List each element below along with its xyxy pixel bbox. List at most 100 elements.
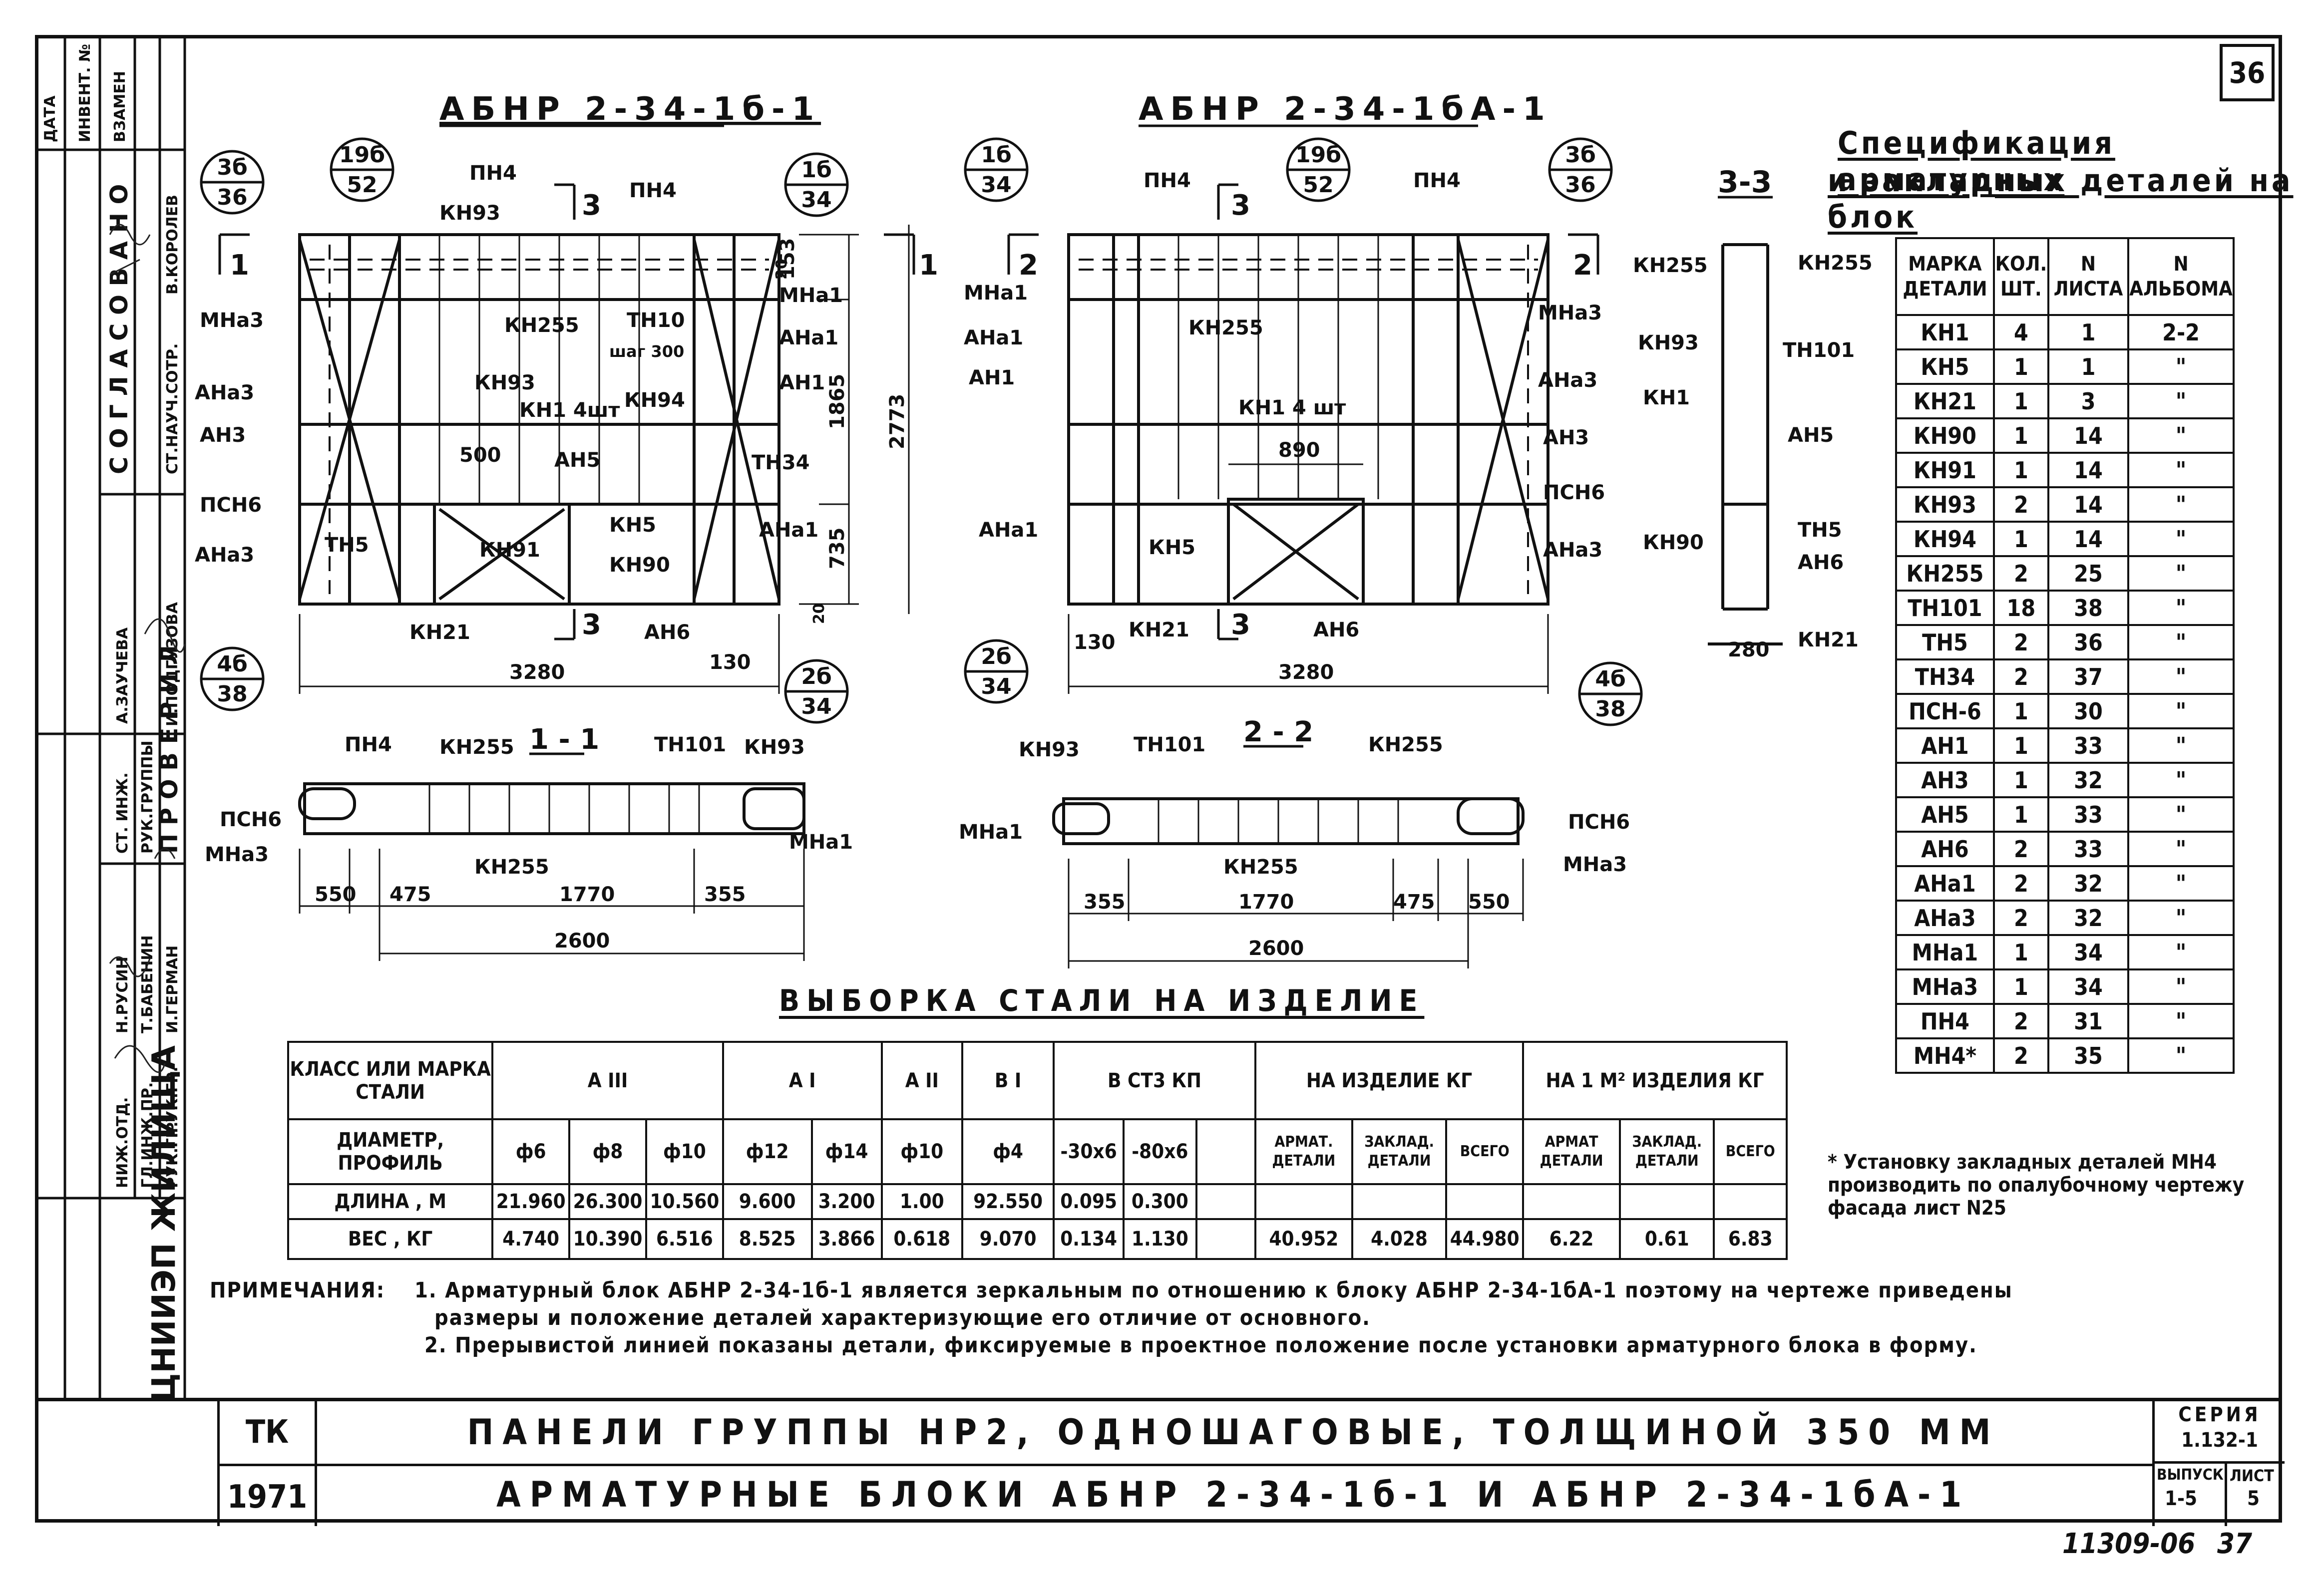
spec-h-mark: МАРКА ДЕТАЛИ [1895, 237, 1995, 316]
elevation-1: АБНР 2-34-1б-1 [195, 91, 938, 724]
steel-sub: ЗАКЛАД. ДЕТАЛИ [1351, 1118, 1448, 1185]
steel-weight: 0.618 [880, 1218, 964, 1260]
spec-cell: 2 [1992, 658, 2049, 695]
spec-cell: 33 [2047, 831, 2130, 867]
steel-diam: ф10 [645, 1118, 724, 1185]
sheet-number: 36 [2220, 44, 2275, 101]
dim-s22-2: 475 [1393, 891, 1435, 914]
steel-diam: -80х6 [1123, 1118, 1197, 1185]
spec-cell: 37 [2047, 658, 2130, 695]
lbl-s22-5: ПСН6 [1568, 811, 1630, 834]
spec-cell: 1 [1992, 417, 2049, 454]
lbl-s33-3: ТН101 [1783, 339, 1855, 362]
spec-cell: 14 [2047, 521, 2130, 557]
lbl-d2-15: ПСН6 [1543, 481, 1605, 504]
lbl-d1-2: ПН4 [629, 179, 677, 202]
lbl-d1-11: АНа3 [195, 544, 254, 567]
spec-cell: АНа3 [1895, 900, 1995, 936]
spec-cell: АН3 [1895, 762, 1995, 798]
steel-length: 3.200 [810, 1183, 883, 1220]
issue-label: ВЫПУСК [2157, 1466, 2224, 1484]
lbl-s11-6: КН255 [474, 856, 549, 879]
lbl-d1-10: ТН5 [325, 534, 369, 557]
lbl-s22-6: МНа3 [1563, 853, 1627, 876]
lbl-s11-4: ПСН6 [220, 808, 282, 831]
lbl-d1-23: АНа1 [779, 326, 838, 349]
steel-h-wt: ВЕС , КГ [287, 1218, 494, 1260]
org-name: ЦНИИЭП ЖИЛИЩА [146, 1045, 183, 1403]
lbl-d2-4: АН1 [969, 366, 1015, 389]
spec-title-2: и закладных деталей на блок [1828, 162, 2294, 235]
spec-cell: 33 [2047, 727, 2130, 764]
steel-sub: ВСЕГО [1713, 1118, 1788, 1185]
steel-diam: ф8 [568, 1118, 647, 1185]
spec-cell: 2 [1992, 486, 2049, 523]
lbl-s33-8: АН6 [1798, 551, 1844, 574]
lbl-s33-6: КН90 [1643, 531, 1704, 554]
spec-cell: " [2127, 762, 2235, 798]
side-role-0: СТ.НАУЧ.СОТР. [164, 343, 181, 474]
co-d2-0b: 34 [981, 172, 1011, 198]
sheet-value: 5 [2247, 1487, 2260, 1510]
lbl-d1-14: КН94 [624, 389, 685, 412]
spec-cell: 4 [1992, 314, 2049, 350]
side-proverka: П Р О В Е Р И Л [155, 645, 183, 854]
lbl-s22-0: КН93 [1019, 738, 1080, 761]
dim-280: 280 [1728, 638, 1770, 661]
co-d1-3b: 38 [217, 681, 247, 707]
steel-sub: ВСЕГО [1445, 1118, 1525, 1185]
lbl-d1-26: АНа1 [759, 519, 818, 542]
spec-cell: " [2127, 624, 2235, 660]
spec-cell: АН1 [1895, 727, 1995, 764]
dim-s22-4: 2600 [1248, 937, 1304, 960]
tk-label: ТК [220, 1401, 315, 1466]
spec-cell: " [2127, 452, 2235, 488]
spec-h-sheet: N ЛИСТА [2047, 237, 2130, 316]
steel-diam: ф12 [722, 1118, 813, 1185]
side-role-3: РУК.ГРУППЫ [139, 740, 156, 854]
lbl-s11-2: ТН101 [654, 733, 726, 756]
lbl-d1-9: ПСН6 [200, 494, 262, 517]
spec-cell: " [2127, 796, 2235, 833]
side-col-inv: ИНВЕНТ. № [76, 44, 94, 142]
steel-h-st3: В СТ3 КП [1053, 1041, 1256, 1120]
steel-sub: ЗАКЛАД. ДЕТАЛИ [1618, 1118, 1715, 1185]
steel-item-total: 44.980 [1445, 1218, 1525, 1260]
lbl-d2-7: 890 [1278, 439, 1320, 462]
steel-empty [1445, 1183, 1525, 1220]
sec-mark-d2-0: 2 [1019, 249, 1038, 282]
steel-diam: ф6 [491, 1118, 571, 1185]
steel-h-diam: ДИАМЕТР, ПРОФИЛЬ [287, 1118, 494, 1185]
spec-cell: 2 [1992, 1003, 2049, 1039]
steel-h-a1: А I [722, 1041, 883, 1120]
lbl-d1-12: КН93 [474, 371, 535, 394]
spec-footnote: * Установку закладных деталей МН4 произв… [1828, 1151, 2245, 1220]
lbl-d1-15: 500 [459, 444, 501, 467]
spec-cell: 1 [2047, 348, 2130, 385]
spec-cell: КН5 [1895, 348, 1995, 385]
steel-weight: 0.134 [1053, 1218, 1125, 1260]
steel-m2-total: 6.83 [1713, 1218, 1788, 1260]
lbl-d1-1: КН93 [439, 202, 500, 225]
steel-length: 21.960 [491, 1183, 571, 1220]
lbl-s11-0: ПН4 [345, 733, 392, 756]
drawing-frame [35, 35, 2282, 1523]
sec33-title: 3-3 [1718, 165, 1772, 200]
spec-cell: 3 [2047, 383, 2130, 419]
co-d1-4b: 34 [801, 694, 831, 719]
lbl-s22-4: КН255 [1223, 856, 1298, 879]
spec-cell: " [2127, 383, 2235, 419]
side-role-9: Т.БАБЕНИН [139, 935, 156, 1033]
spec-cell: " [2127, 968, 2235, 1005]
spec-h-album: N АЛЬБОМА [2127, 237, 2235, 316]
spec-cell: ТН101 [1895, 590, 1995, 626]
